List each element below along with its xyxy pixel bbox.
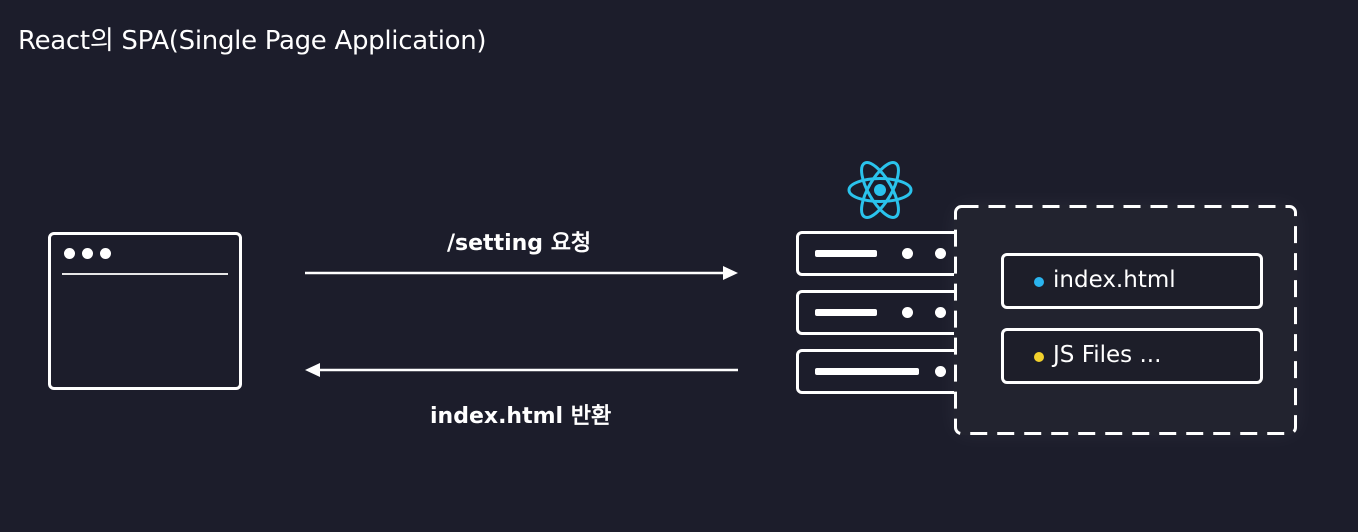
file-dot-icon xyxy=(1034,277,1044,287)
server-led-icon xyxy=(935,248,946,259)
request-label: /setting 요청 xyxy=(447,231,592,256)
file-name: index.html xyxy=(1053,267,1176,293)
server-slot xyxy=(815,250,877,257)
server-led-icon xyxy=(935,307,946,318)
request-arrow-icon xyxy=(305,266,738,280)
server-led-icon xyxy=(935,366,946,377)
react-logo-icon xyxy=(847,161,913,219)
window-dot-icon xyxy=(100,248,111,259)
response-label: index.html 반환 xyxy=(430,404,612,429)
server-unit xyxy=(796,290,962,335)
file-name: JS Files ... xyxy=(1053,342,1162,368)
window-title-bar-divider xyxy=(62,273,228,275)
server-led-icon xyxy=(902,307,913,318)
file-item-js-files: JS Files ... xyxy=(1001,328,1263,384)
slide-title: React의 SPA(Single Page Application) xyxy=(18,26,487,56)
server-unit xyxy=(796,231,962,276)
window-dot-icon xyxy=(82,248,93,259)
response-arrow-icon xyxy=(305,363,738,377)
file-dot-icon xyxy=(1034,352,1044,362)
server-files-panel: index.html JS Files ... xyxy=(954,205,1297,435)
server-led-icon xyxy=(902,248,913,259)
browser-window-icon xyxy=(48,232,242,390)
file-item-index-html: index.html xyxy=(1001,253,1263,309)
server-unit xyxy=(796,349,962,394)
window-dot-icon xyxy=(64,248,75,259)
dashed-border xyxy=(954,205,1297,435)
server-slot xyxy=(815,368,919,375)
server-slot xyxy=(815,309,877,316)
